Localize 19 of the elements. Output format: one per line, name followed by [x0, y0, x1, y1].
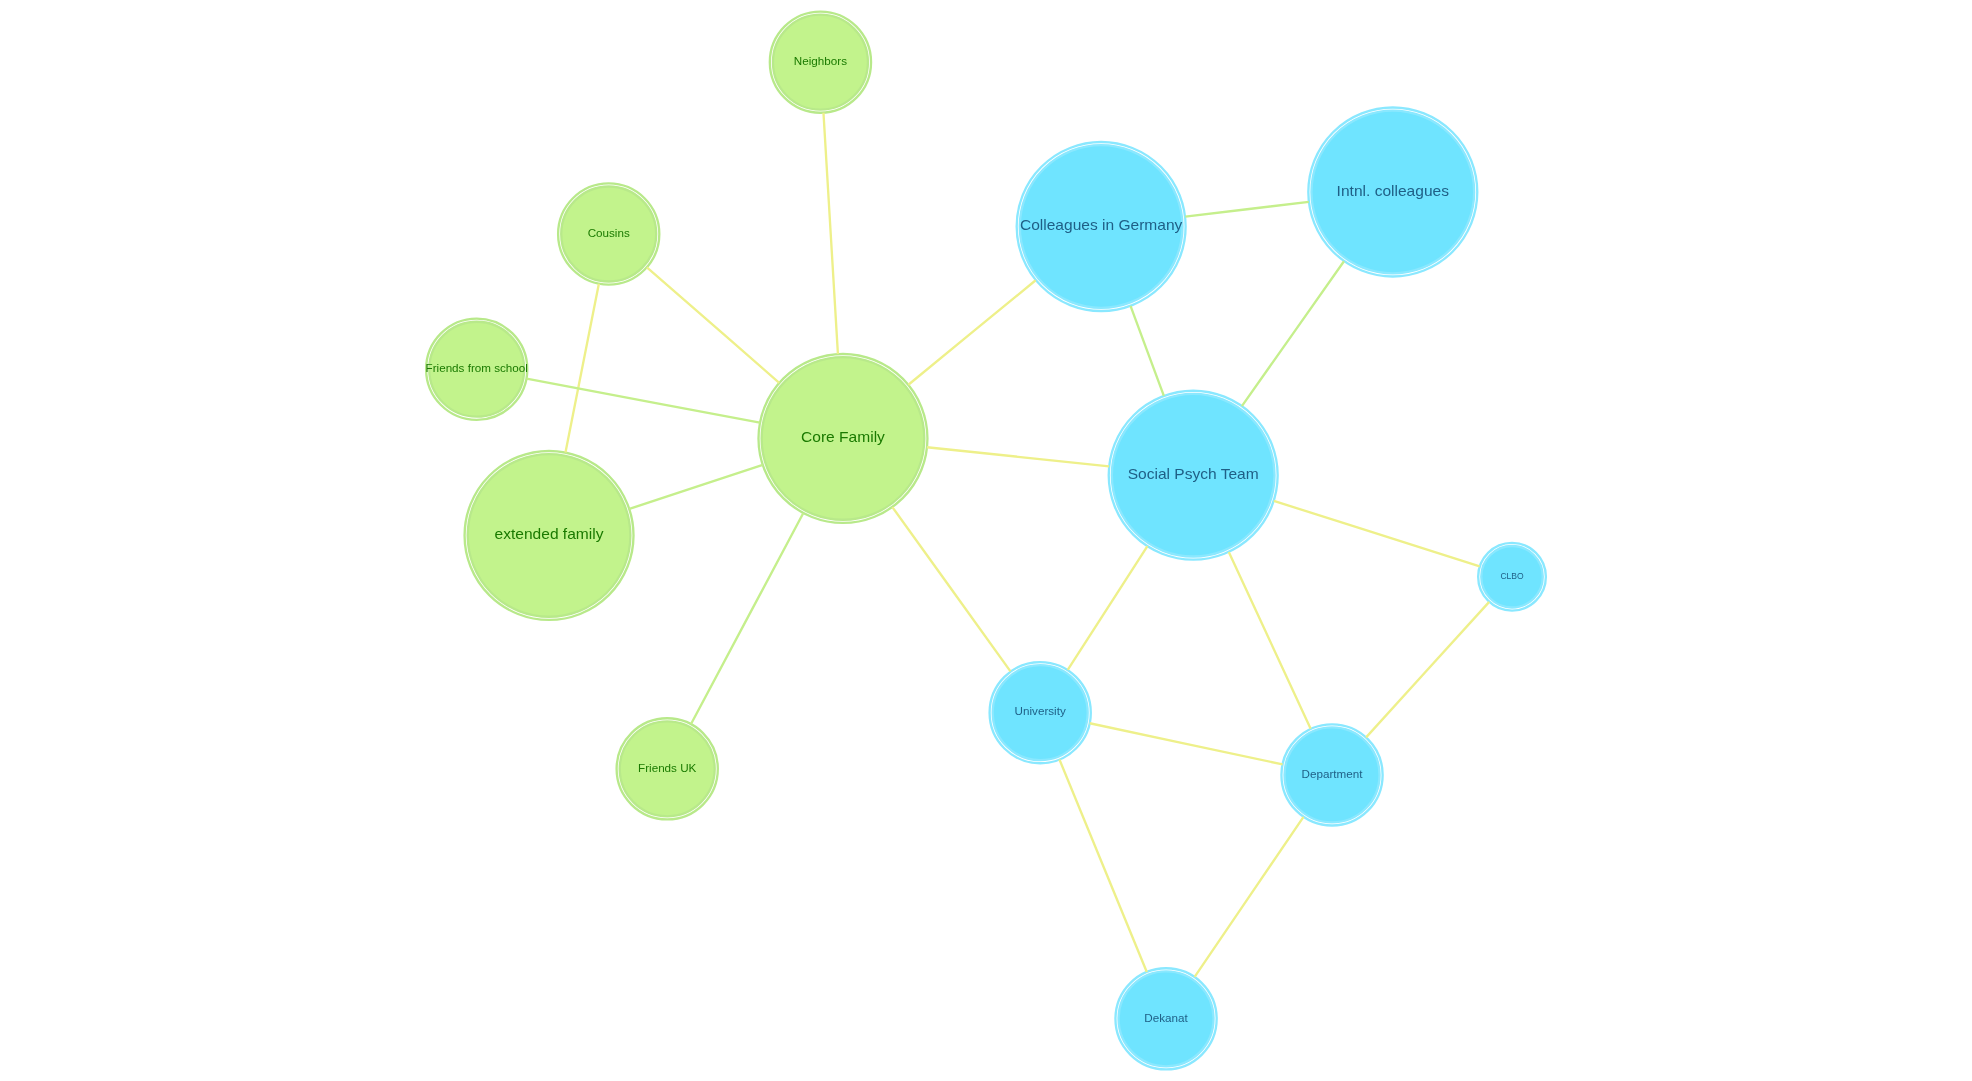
connector — [1240, 260, 1345, 407]
connector — [526, 377, 761, 424]
connector — [629, 463, 764, 511]
connector — [1193, 816, 1305, 978]
connector — [926, 446, 1110, 468]
connector — [907, 279, 1037, 386]
connector — [1227, 551, 1312, 730]
connector — [690, 512, 805, 725]
connector — [646, 266, 780, 384]
connector — [1089, 722, 1283, 766]
connector — [822, 112, 840, 354]
connector — [891, 506, 1012, 672]
connector — [1058, 759, 1148, 973]
connector — [1365, 601, 1491, 739]
connector — [1129, 305, 1165, 397]
connector — [564, 283, 600, 453]
connector — [1185, 200, 1309, 218]
connector — [1273, 499, 1481, 568]
connector — [1066, 545, 1149, 671]
